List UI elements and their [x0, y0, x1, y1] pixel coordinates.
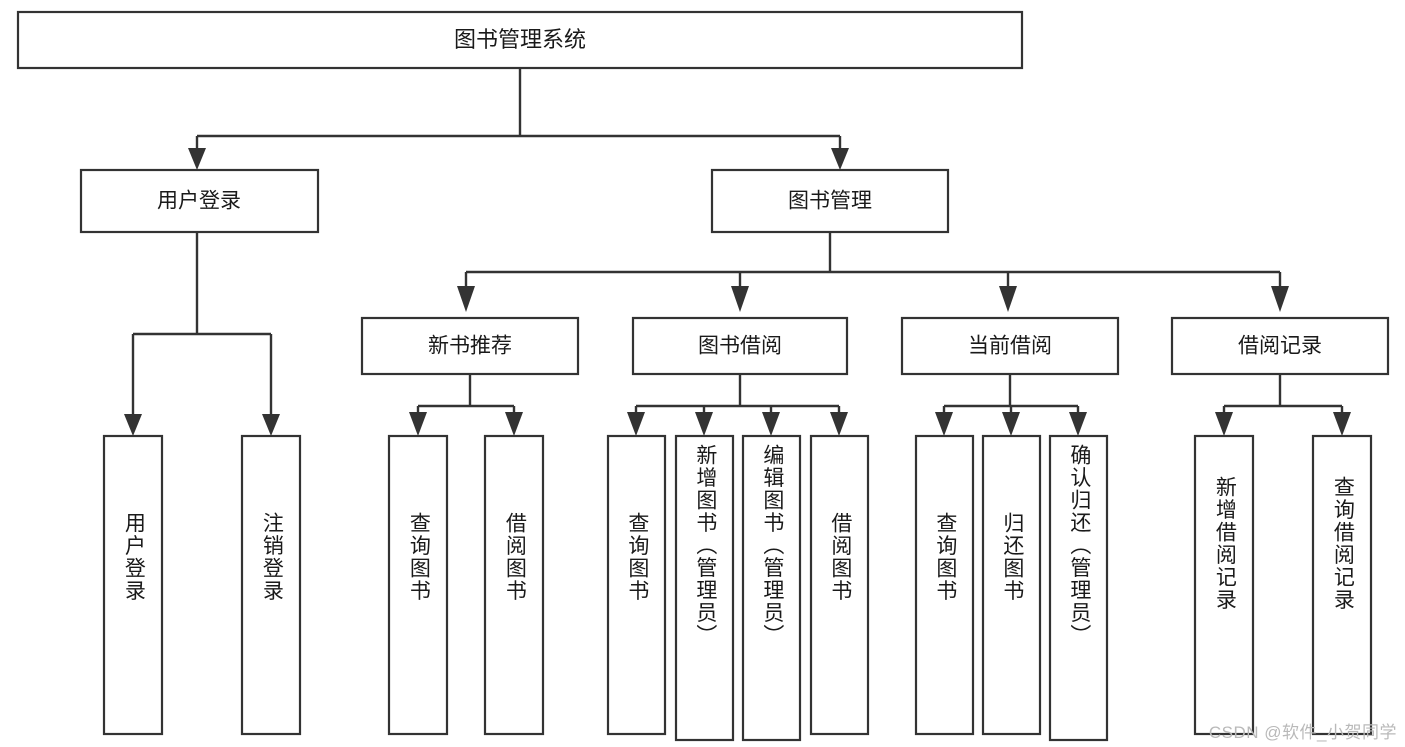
arrow-book-borrow-l4	[830, 412, 848, 436]
node-box-leaf-logout[interactable]	[240, 434, 302, 736]
node-box-book-management[interactable]	[710, 168, 950, 234]
node-box-borrow-record[interactable]	[1170, 316, 1390, 376]
connector-group-new-book	[409, 374, 523, 436]
connector-group-book-mgmt	[457, 232, 1289, 312]
node-box-user-login[interactable]	[79, 168, 320, 234]
arrow-book-mgmt-c2	[731, 286, 749, 312]
arrow-new-book-l1	[409, 412, 427, 436]
arrow-borrow-record-l2	[1333, 412, 1351, 436]
connector-group-user-login	[124, 232, 280, 436]
node-box-book-borrow[interactable]	[631, 316, 849, 376]
arrow-book-mgmt-c4	[1271, 286, 1289, 312]
node-label-book-management: 图书管理	[788, 190, 872, 213]
arrow-current-borrow-l1	[935, 412, 953, 436]
node-box-leaf-user-login[interactable]	[102, 434, 164, 736]
node-box-leaf-confirm-return-admin[interactable]	[1048, 434, 1109, 742]
node-label-root: 图书管理系统	[454, 27, 586, 52]
watermark-text: CSDN @软件_小贺同学	[1208, 723, 1397, 742]
node-box-leaf-borrow-book-1[interactable]	[483, 434, 545, 736]
connector-group-borrow-record	[1215, 374, 1351, 436]
node-box-leaf-add-borrow-record[interactable]	[1193, 434, 1255, 736]
node-box-leaf-return-book[interactable]	[981, 434, 1042, 736]
arrow-current-borrow-l2	[1002, 412, 1020, 436]
node-label-current-borrow: 当前借阅	[968, 335, 1052, 358]
arrow-user-login-l2	[262, 414, 280, 436]
arrow-book-borrow-l3	[762, 412, 780, 436]
node-box-leaf-borrow-book-2[interactable]	[809, 434, 870, 736]
arrow-book-mgmt-c1	[457, 286, 475, 312]
node-box-leaf-add-book-admin[interactable]	[674, 434, 735, 742]
node-box-leaf-query-borrow-record[interactable]	[1311, 434, 1373, 736]
arrow-book-borrow-l1	[627, 412, 645, 436]
connector-group-root	[188, 68, 849, 170]
arrow-user-login-l1	[124, 414, 142, 436]
arrow-borrow-record-l1	[1215, 412, 1233, 436]
arrow-book-mgmt-c3	[999, 286, 1017, 312]
node-box-leaf-edit-book-admin[interactable]	[741, 434, 802, 742]
node-box-leaf-query-book-3[interactable]	[914, 434, 975, 736]
node-label-book-borrow: 图书借阅	[698, 335, 782, 358]
node-label-borrow-record: 借阅记录	[1238, 335, 1322, 358]
arrow-current-borrow-l3	[1069, 412, 1087, 436]
node-box-leaf-query-book-2[interactable]	[606, 434, 667, 736]
connector-group-current-borrow	[935, 374, 1087, 436]
node-box-current-borrow[interactable]	[900, 316, 1120, 376]
arrow-book-borrow-l2	[695, 412, 713, 436]
node-label-new-book-recommend: 新书推荐	[428, 335, 512, 358]
connector-group-book-borrow	[627, 374, 848, 436]
arrow-new-book-l2	[505, 412, 523, 436]
node-label-user-login: 用户登录	[157, 190, 241, 213]
arrow-root-to-book-mgmt	[831, 148, 849, 170]
arrow-root-to-user-login	[188, 148, 206, 170]
node-box-new-book-recommend[interactable]	[360, 316, 580, 376]
node-box-root[interactable]	[16, 10, 1024, 70]
node-box-leaf-query-book-1[interactable]	[387, 434, 449, 736]
